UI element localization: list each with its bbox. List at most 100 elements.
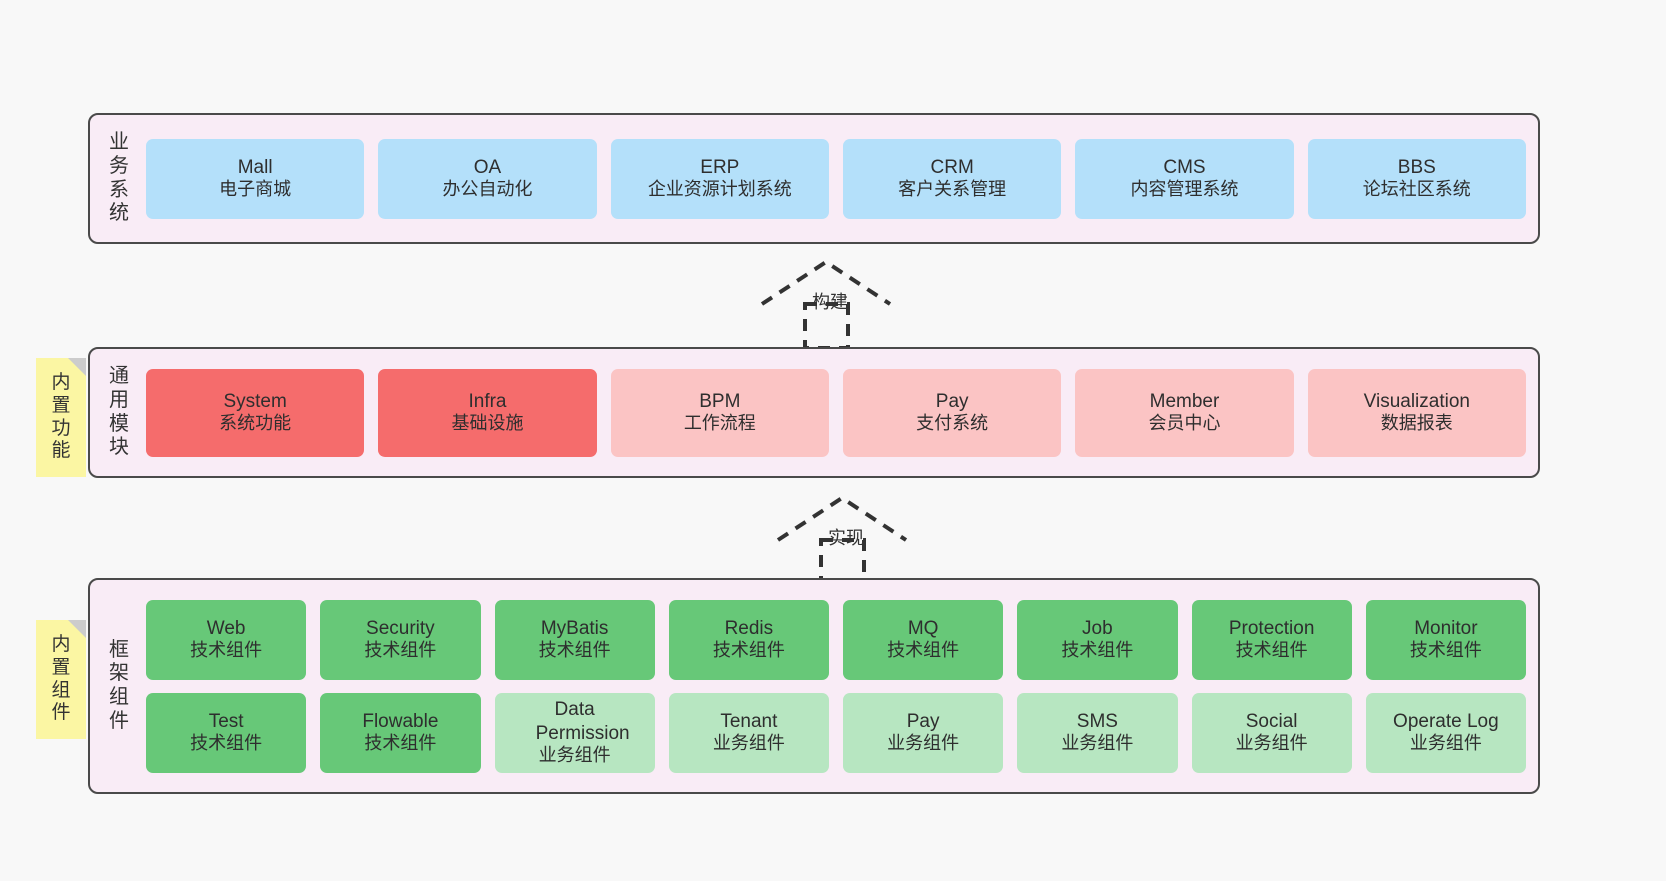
card-title: OA: [473, 156, 502, 178]
card-subtitle: 技术组件: [364, 733, 437, 754]
layer-title-char: 统: [109, 202, 129, 225]
card-cms[interactable]: CMS 内容管理系统: [1075, 138, 1294, 219]
card-erp[interactable]: ERP 企业资源计划系统: [610, 138, 829, 219]
card-title: System: [223, 390, 287, 412]
card-row: System 系统功能 Infra 基础设施 BPM 工作流程 Pay 支付系统…: [146, 368, 1526, 457]
arrow-implement: 实现: [766, 488, 926, 586]
card-title: Flowable: [362, 710, 439, 732]
card-subtitle: 系统功能: [219, 413, 292, 434]
note-builtin-functions: 内 置 功 能: [36, 358, 86, 477]
layer-framework-components: 框 架 组 件 Web 技术组件 Security 技术组件 MyBatis 技…: [88, 578, 1540, 794]
card-bpm[interactable]: BPM 工作流程: [610, 368, 829, 457]
card-row: Test 技术组件 Flowable 技术组件 Data Permission …: [146, 692, 1526, 773]
card-mybatis[interactable]: MyBatis 技术组件: [494, 599, 655, 680]
card-title: Security: [366, 617, 435, 639]
card-protection[interactable]: Protection 技术组件: [1191, 599, 1352, 680]
card-visualization[interactable]: Visualization 数据报表: [1307, 368, 1526, 457]
card-subtitle: 工作流程: [683, 413, 756, 434]
layer-title-framework-components: 框 架 组 件: [102, 590, 136, 782]
card-subtitle: 会员中心: [1148, 413, 1221, 434]
card-title: MyBatis: [540, 617, 609, 639]
card-subtitle: 技术组件: [887, 640, 960, 661]
card-title: Web: [206, 617, 246, 639]
note-char: 置: [51, 656, 71, 678]
card-member[interactable]: Member 会员中心: [1075, 368, 1294, 457]
layer-title-char: 系: [109, 178, 129, 201]
card-job[interactable]: Job 技术组件: [1017, 599, 1178, 680]
card-subtitle: 办公自动化: [442, 179, 533, 200]
card-oa[interactable]: OA 办公自动化: [378, 138, 597, 219]
arrow-build-label: 构建: [812, 292, 848, 312]
card-title: Infra: [468, 390, 507, 412]
card-title: BBS: [1397, 156, 1436, 178]
card-bbs[interactable]: BBS 论坛社区系统: [1307, 138, 1526, 219]
card-mall[interactable]: Mall 电子商城: [146, 138, 365, 219]
arrow-build: 构建: [750, 252, 910, 350]
card-web[interactable]: Web 技术组件: [146, 599, 307, 680]
card-subtitle: 技术组件: [364, 640, 437, 661]
card-subtitle: 内容管理系统: [1130, 179, 1239, 200]
arrow-implement-label: 实现: [828, 528, 864, 548]
card-subtitle: 业务组件: [538, 744, 611, 765]
card-redis[interactable]: Redis 技术组件: [668, 599, 829, 680]
card-title: Mall: [237, 156, 273, 178]
card-system[interactable]: System 系统功能: [146, 368, 365, 457]
card-row: Web 技术组件 Security 技术组件 MyBatis 技术组件 Redi…: [146, 599, 1526, 680]
layer-title-char: 组: [109, 686, 129, 708]
card-subtitle: 业务组件: [712, 733, 785, 754]
card-security[interactable]: Security 技术组件: [320, 599, 481, 680]
card-title: SMS: [1076, 710, 1118, 732]
card-monitor[interactable]: Monitor 技术组件: [1365, 599, 1526, 680]
card-subtitle: 业务组件: [1235, 733, 1308, 754]
layer-title-common-modules: 通 用 模 块: [102, 359, 136, 466]
card-title: Data Permission: [535, 699, 630, 744]
card-subtitle: 数据报表: [1380, 413, 1453, 434]
card-test[interactable]: Test 技术组件: [146, 692, 307, 773]
note-char: 组: [51, 679, 71, 701]
layer-title-char: 模: [109, 412, 129, 435]
layer-business-systems: 业 务 系 统 Mall 电子商城 OA 办公自动化 ERP 企业资源计划系统: [88, 113, 1540, 244]
card-grid-business-systems: Mall 电子商城 OA 办公自动化 ERP 企业资源计划系统 CRM 客户关系…: [136, 125, 1526, 232]
card-subtitle: 技术组件: [1235, 640, 1308, 661]
note-char: 内: [51, 371, 71, 393]
card-crm[interactable]: CRM 客户关系管理: [842, 138, 1062, 219]
layer-title-char: 务: [109, 154, 129, 177]
card-infra[interactable]: Infra 基础设施: [378, 368, 597, 457]
card-title: Social: [1245, 710, 1298, 732]
note-fold-icon: [68, 620, 86, 638]
layer-title-char: 框: [109, 638, 129, 661]
card-operate-log[interactable]: Operate Log 业务组件: [1365, 692, 1526, 773]
card-title: MQ: [907, 617, 939, 639]
card-data-permission[interactable]: Data Permission 业务组件: [494, 692, 655, 773]
card-mq[interactable]: MQ 技术组件: [843, 599, 1004, 680]
card-title: Member: [1149, 390, 1220, 412]
card-title: Test: [208, 710, 244, 732]
note-builtin-components: 内 置 组 件: [36, 620, 86, 739]
card-title: Visualization: [1363, 390, 1470, 412]
layer-title-char: 架: [109, 662, 129, 685]
card-subtitle: 技术组件: [712, 640, 785, 661]
card-subtitle: 业务组件: [887, 733, 960, 754]
card-subtitle: 技术组件: [1409, 640, 1482, 661]
card-pay[interactable]: Pay 支付系统: [842, 368, 1062, 457]
card-tenant[interactable]: Tenant 业务组件: [668, 692, 829, 773]
note-char: 能: [51, 440, 71, 462]
layer-title-char: 业: [109, 131, 129, 154]
layer-title-char: 件: [109, 709, 129, 732]
layer-title-char: 用: [109, 388, 129, 411]
card-subtitle: 技术组件: [190, 733, 263, 754]
layer-title-char: 通: [109, 365, 129, 388]
card-title: Monitor: [1414, 617, 1478, 639]
card-grid-framework-components: Web 技术组件 Security 技术组件 MyBatis 技术组件 Redi…: [136, 590, 1526, 782]
card-subtitle: 业务组件: [1061, 733, 1134, 754]
card-title: Tenant: [720, 710, 778, 732]
layer-common-modules: 通 用 模 块 System 系统功能 Infra 基础设施 BPM 工作流程: [88, 347, 1540, 478]
card-social[interactable]: Social 业务组件: [1191, 692, 1352, 773]
card-flowable[interactable]: Flowable 技术组件: [320, 692, 481, 773]
card-title: BPM: [699, 390, 741, 412]
card-pay-component[interactable]: Pay 业务组件: [843, 692, 1004, 773]
card-title: ERP: [700, 156, 740, 178]
card-sms[interactable]: SMS 业务组件: [1017, 692, 1178, 773]
card-grid-common-modules: System 系统功能 Infra 基础设施 BPM 工作流程 Pay 支付系统…: [136, 359, 1526, 466]
